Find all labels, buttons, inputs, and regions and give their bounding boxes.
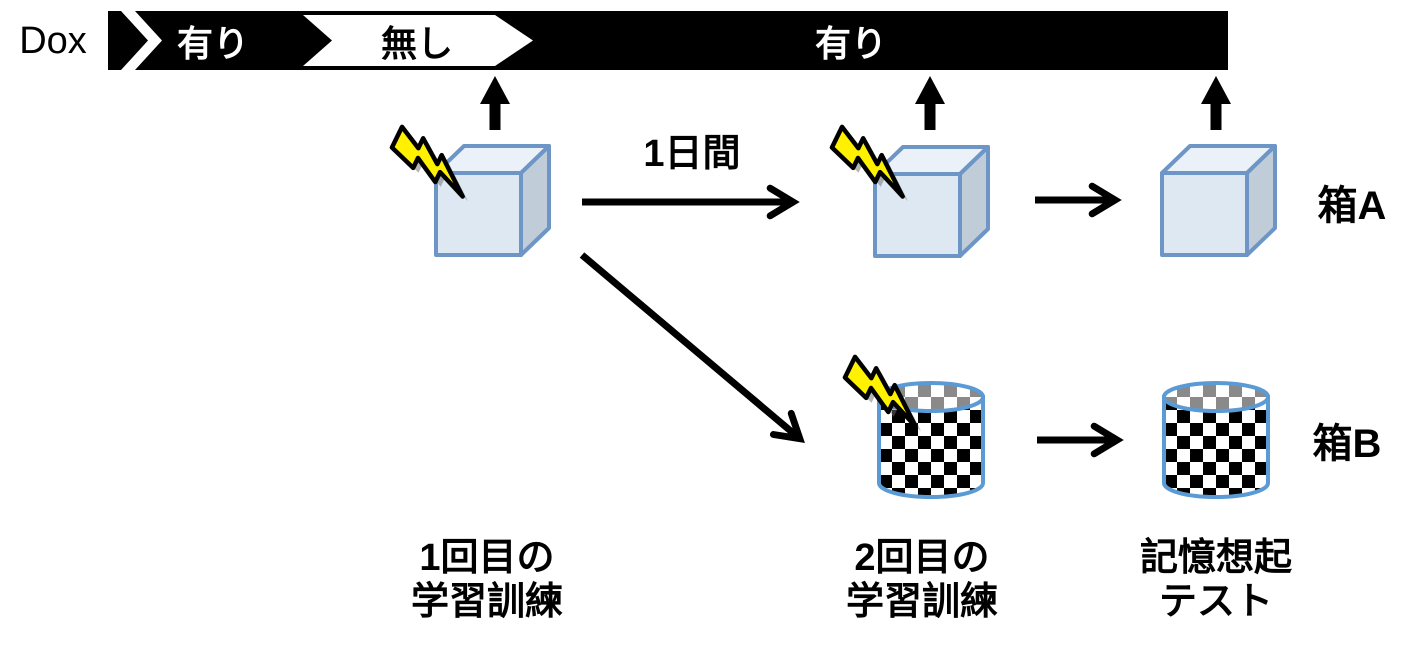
dox-timeline-bar [108,11,1228,70]
box-a-cube-icon-1 [434,144,551,257]
timeline-segment-on-label-1: 有り [176,23,249,64]
stage-label-second-training: 2回目の 学習訓練 [782,536,1062,626]
stage-label-memory-recall-test: 記憶想起 テスト [1076,536,1356,626]
up-arrow-icon-2 [915,76,945,130]
timeline-segment-off-chevron [303,15,533,66]
stage-2-line-2: 学習訓練 [845,581,998,623]
stage-2-line-1: 2回目の [854,537,990,579]
interval-label: 1日間 [643,132,741,175]
stage-3-line-2: テスト [1158,581,1273,623]
box-b-cylinder-icon-2 [1162,381,1270,499]
dox-label: Dox [19,19,87,62]
box-a-cube-icon-2 [873,145,990,258]
up-arrow-icon-3 [1201,76,1231,130]
stage-1-line-2: 学習訓練 [410,581,563,623]
stage-1-line-1: 1回目の [419,537,555,579]
timeline-segment-on-bar [135,11,1228,70]
up-arrow-icon-1 [480,76,510,130]
diagonal-arrow-icon [579,252,805,444]
stage-label-first-training: 1回目の 学習訓練 [347,536,627,626]
box-a-label: 箱A [1317,184,1387,228]
box-b-label: 箱B [1312,422,1382,466]
stage-3-line-1: 記憶想起 [1139,537,1292,579]
timeline-chevron-start [108,11,148,70]
timeline-segment-off-label: 無し [380,23,453,64]
box-a-cube-icon-3 [1160,144,1277,257]
sequence-arrows [579,182,1124,458]
timeline-segment-on-label-2: 有り [814,23,887,64]
